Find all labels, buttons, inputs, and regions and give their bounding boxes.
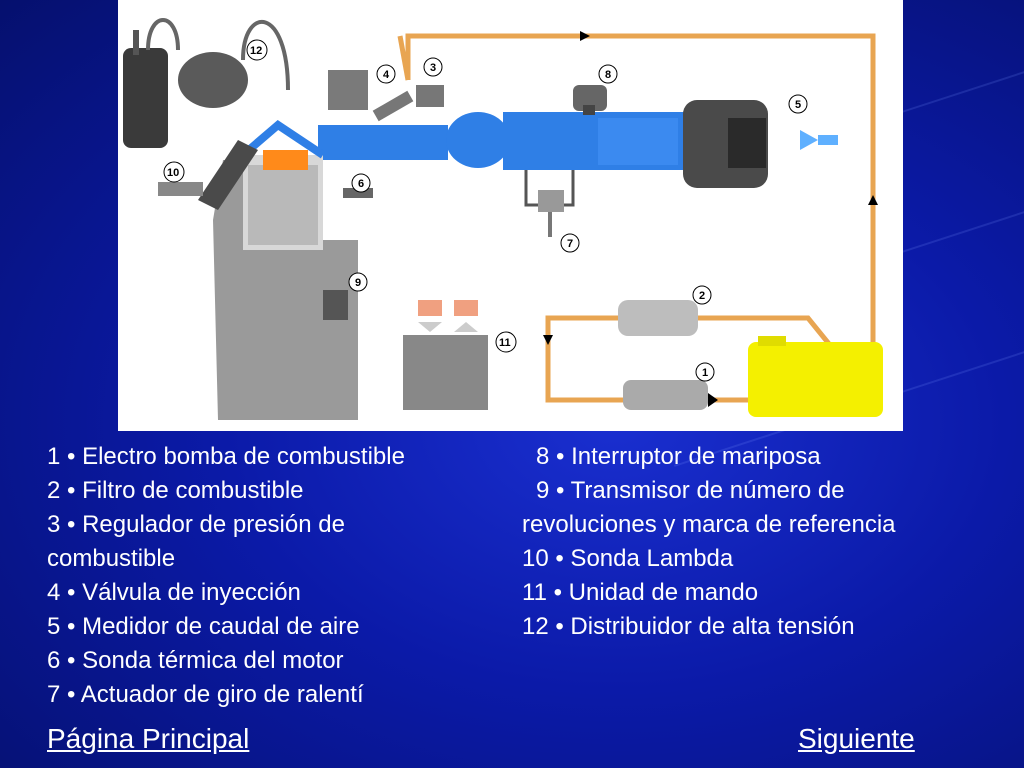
callout-4: 4 bbox=[383, 69, 390, 81]
callout-12: 12 bbox=[250, 45, 262, 57]
air-intake-arrow bbox=[800, 130, 818, 150]
fuel-line-arrows bbox=[543, 31, 878, 407]
callout-5: 5 bbox=[795, 99, 801, 111]
legend-item-9: 9 • Transmisor de número de revoluciones… bbox=[522, 477, 896, 538]
rpm-sensor bbox=[323, 290, 348, 320]
legend-item-1: 1 • Electro bomba de combustible bbox=[47, 443, 405, 470]
engine-diagram: 1 2 3 4 5 6 7 8 9 10 11 12 bbox=[118, 0, 903, 431]
legend-item-10: 10 • Sonda Lambda bbox=[522, 545, 734, 572]
legend-item-3: 3 • Regulador de presión de combustible bbox=[47, 511, 345, 572]
legend-item-12: 12 • Distribuidor de alta tensión bbox=[522, 613, 855, 640]
legend-item-6: 6 • Sonda térmica del motor bbox=[47, 647, 344, 674]
legend-item-11: 11 • Unidad de mando bbox=[522, 579, 759, 606]
fuel-tank-cap bbox=[758, 336, 786, 346]
legend-item-2: 2 • Filtro de combustible bbox=[47, 477, 304, 504]
callout-2: 2 bbox=[699, 290, 705, 302]
callout-8: 8 bbox=[605, 69, 611, 81]
callout-6: 6 bbox=[358, 178, 364, 190]
air-intake-duct bbox=[318, 112, 688, 170]
callout-9: 9 bbox=[355, 277, 361, 289]
callout-7: 7 bbox=[567, 238, 573, 250]
temperature-sensor bbox=[343, 188, 373, 198]
next-link[interactable]: Siguiente bbox=[798, 723, 915, 754]
legend-item-4: 4 • Válvula de inyección bbox=[47, 579, 301, 606]
engine-block bbox=[198, 70, 368, 420]
idle-actuator-pin bbox=[548, 212, 552, 237]
legend-right-column: 8 • Interruptor de mariposa 9 • Transmis… bbox=[522, 440, 992, 644]
air-flow-meter bbox=[683, 100, 768, 188]
callout-1: 1 bbox=[702, 367, 708, 379]
air-intake-arrow-tail bbox=[818, 135, 838, 145]
ignition-coil bbox=[123, 48, 168, 148]
legend-left-column: 1 • Electro bomba de combustible 2 • Fil… bbox=[47, 440, 497, 712]
lambda-sensor bbox=[158, 182, 203, 196]
callout-10: 10 bbox=[167, 167, 179, 179]
fuel-pump bbox=[623, 380, 708, 410]
legend-item-7: 7 • Actuador de giro de ralentí bbox=[47, 681, 364, 708]
legend-item-5: 5 • Medidor de caudal de aire bbox=[47, 613, 360, 640]
idle-actuator-body bbox=[538, 190, 564, 212]
pressure-regulator bbox=[416, 85, 444, 107]
engine-diagram-svg: 1 2 3 4 5 6 7 8 9 10 11 12 bbox=[123, 18, 883, 420]
ignition-coil-terminal bbox=[133, 30, 139, 55]
distributor bbox=[146, 18, 290, 108]
control-unit bbox=[403, 300, 488, 410]
legend-item-8: 8 • Interruptor de mariposa bbox=[536, 443, 821, 470]
fuel-tank bbox=[748, 342, 883, 417]
throttle-switch bbox=[573, 85, 607, 115]
home-link[interactable]: Página Principal bbox=[47, 723, 250, 754]
callout-labels: 1 2 3 4 5 6 7 8 9 10 11 12 bbox=[163, 39, 808, 382]
fuel-filter bbox=[618, 300, 698, 336]
callout-3: 3 bbox=[430, 62, 436, 74]
callout-11: 11 bbox=[499, 337, 511, 349]
injection-valve bbox=[372, 90, 414, 122]
